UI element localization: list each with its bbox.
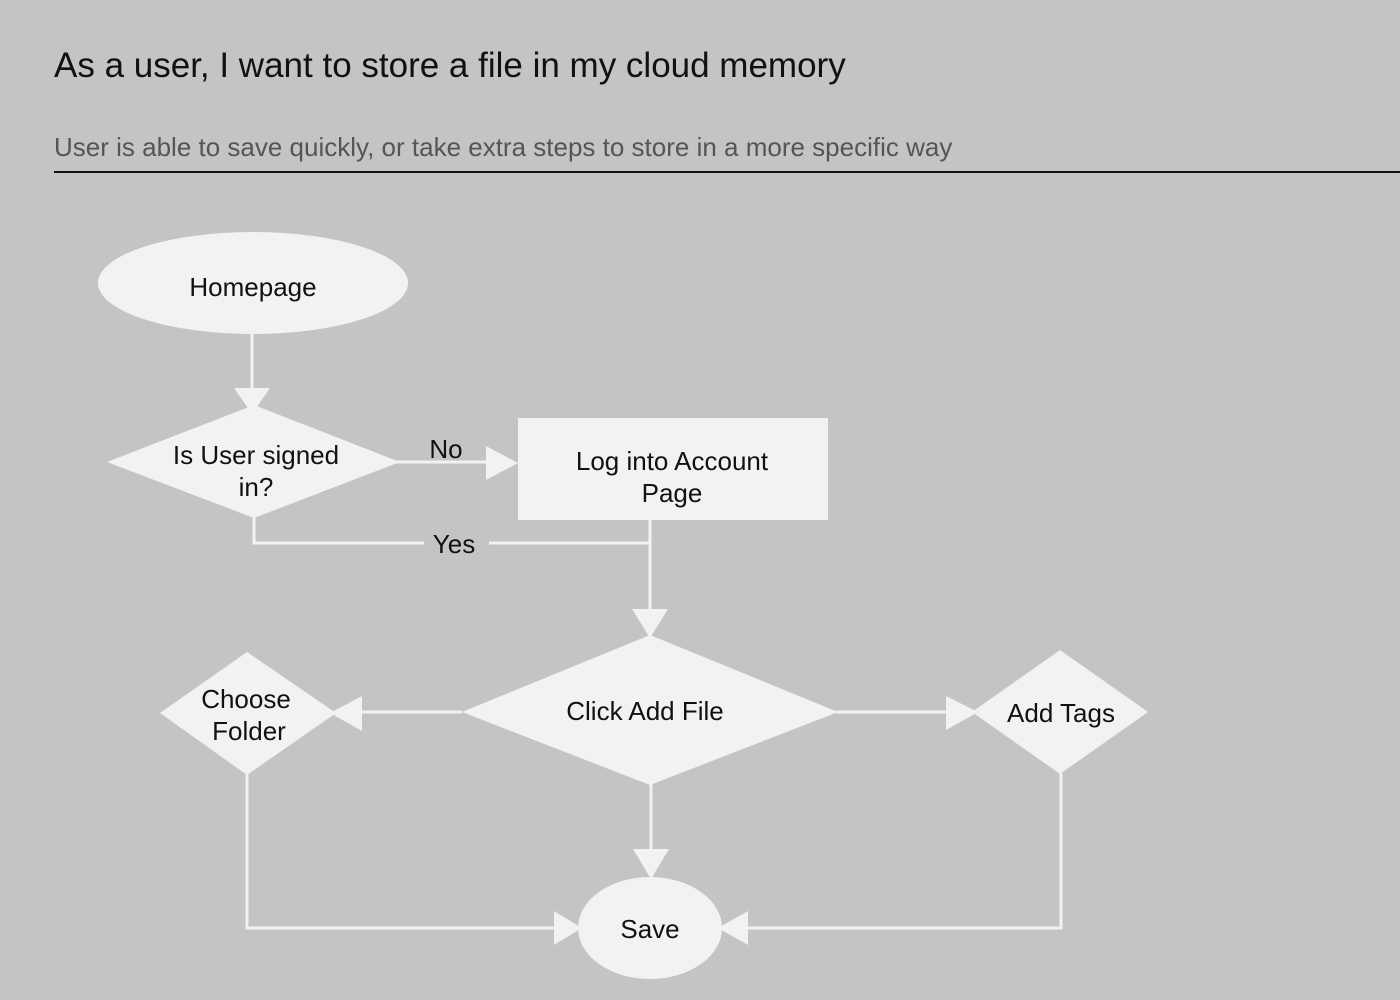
edge-label-yes: Yes <box>433 529 475 559</box>
edge-decision-yes <box>252 516 424 545</box>
page-title: As a user, I want to store a file in my … <box>54 46 846 85</box>
node-login-label-line2: Page <box>642 478 703 508</box>
node-add-tags-label: Add Tags <box>1007 698 1115 728</box>
node-signed-in-label-line1: Is User signed <box>173 440 339 470</box>
node-homepage: Homepage <box>98 232 408 334</box>
arrow-right-icon <box>554 911 582 945</box>
arrow-down-icon <box>234 388 270 414</box>
arrow-down-icon <box>633 849 669 879</box>
arrow-right-icon <box>946 696 978 730</box>
arrow-left-icon <box>330 696 362 731</box>
node-choose-folder: Choose Folder <box>160 652 336 775</box>
edge-label-no: No <box>429 434 462 464</box>
arrow-down-icon <box>632 609 668 638</box>
node-save-label: Save <box>620 914 679 944</box>
node-homepage-label: Homepage <box>189 272 316 302</box>
node-save: Save <box>578 877 722 979</box>
node-choose-folder-label-line1: Choose <box>201 684 291 714</box>
connectors <box>245 334 1063 930</box>
edge-folder-to-save <box>245 774 556 930</box>
arrow-left-icon <box>718 911 748 945</box>
node-login-label-line1: Log into Account <box>576 446 769 476</box>
node-add-file: Click Add File <box>462 635 838 785</box>
arrow-right-icon <box>486 446 518 480</box>
node-add-tags: Add Tags <box>972 650 1148 774</box>
node-choose-folder-label-line2: Folder <box>212 716 286 746</box>
node-add-file-label: Click Add File <box>566 696 724 726</box>
page-subtitle: User is able to save quickly, or take ex… <box>54 132 953 162</box>
node-signed-in-label-line2: in? <box>239 472 274 502</box>
node-signed-in-decision: Is User signed in? <box>107 405 400 518</box>
header-divider <box>54 171 1400 173</box>
node-login-page: Log into Account Page <box>518 418 828 520</box>
arrowheads <box>234 388 978 945</box>
edge-tags-to-save <box>746 773 1063 930</box>
